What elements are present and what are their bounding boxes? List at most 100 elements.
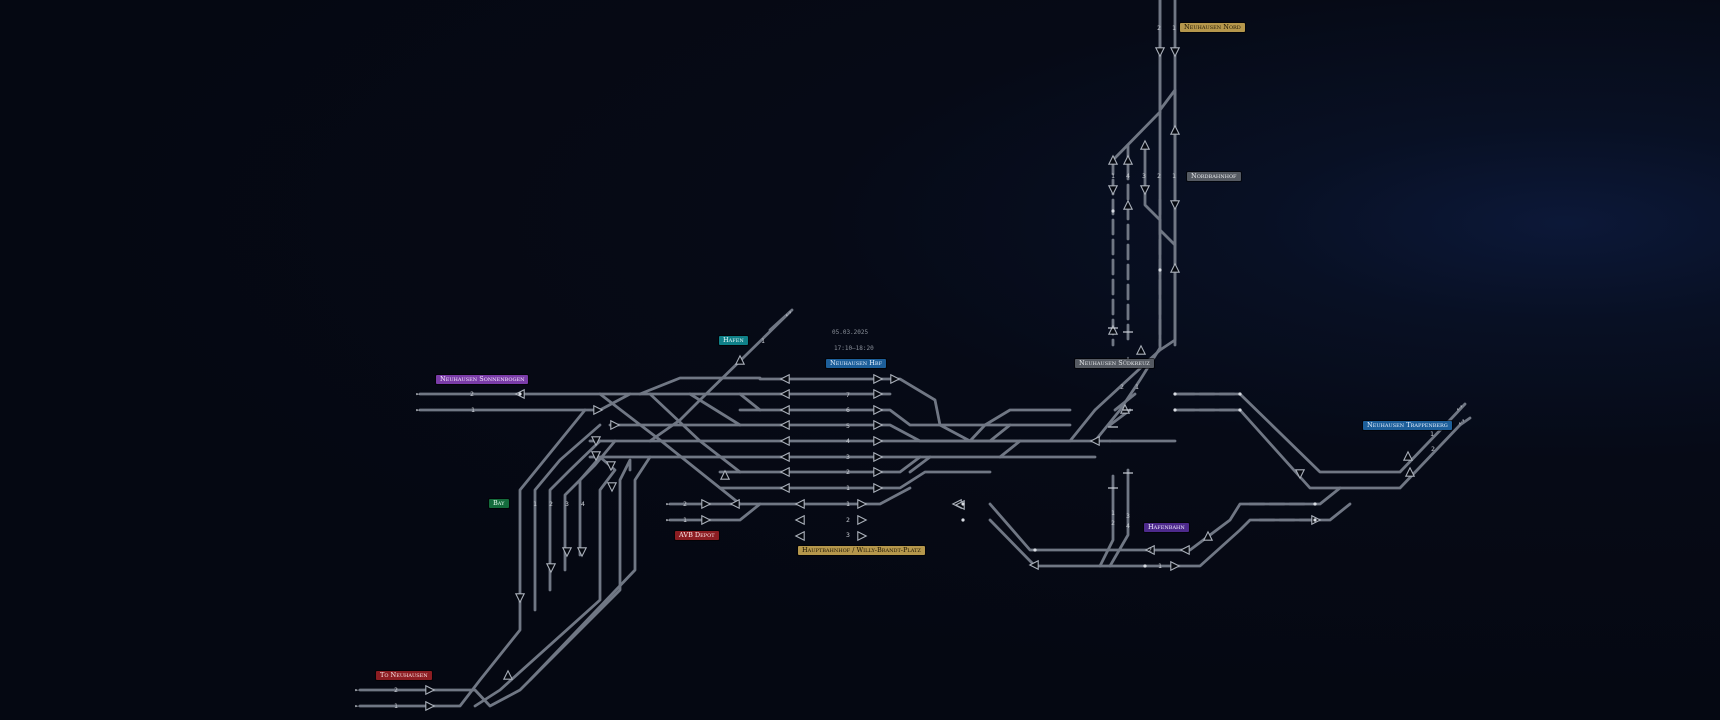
signal-icon[interactable] <box>1089 435 1100 447</box>
crossover-west-d[interactable] <box>688 392 742 427</box>
track-east-dash[interactable] <box>1178 392 1242 412</box>
signal-icon[interactable] <box>857 514 868 526</box>
signal-icon[interactable] <box>590 451 602 462</box>
station-label-muenchen-stadt[interactable]: Neuhausen Nord <box>1180 23 1245 32</box>
track-hbf-1[interactable] <box>718 470 992 490</box>
signal-icon[interactable] <box>561 547 573 558</box>
signal-icon[interactable] <box>779 419 790 431</box>
track-harbour-east-2[interactable] <box>988 486 1342 552</box>
signal-icon[interactable] <box>1122 199 1134 210</box>
signal-icon[interactable] <box>1119 403 1131 414</box>
signal-icon[interactable] <box>734 354 746 365</box>
track-avb-1[interactable] <box>668 502 762 522</box>
signal-icon[interactable] <box>425 700 436 712</box>
signal-icon[interactable] <box>779 435 790 447</box>
signal-icon[interactable] <box>873 451 884 463</box>
crossover-east-a[interactable] <box>938 408 1072 443</box>
signal-icon[interactable] <box>1294 469 1306 480</box>
signal-icon[interactable] <box>794 514 805 526</box>
signal-icon[interactable] <box>610 419 621 431</box>
signal-icon[interactable] <box>1202 530 1214 541</box>
station-label-willy-brandt[interactable]: Hauptbahnhof / Willy-Brandt-Platz <box>798 546 925 555</box>
station-label-messe[interactable]: Neuhausen Sonnenbogen <box>436 375 529 384</box>
signal-icon[interactable] <box>779 466 790 478</box>
signal-icon[interactable] <box>605 461 617 472</box>
signal-icon[interactable] <box>545 563 557 574</box>
signal-icon[interactable] <box>1402 450 1414 461</box>
track-harbour-top[interactable] <box>768 308 794 332</box>
signal-icon[interactable] <box>857 530 868 542</box>
signal-icon[interactable] <box>576 547 588 558</box>
track-hbf-7[interactable] <box>758 377 942 427</box>
signal-icon[interactable] <box>873 435 884 447</box>
signal-icon[interactable] <box>514 593 526 604</box>
track-bay-2[interactable] <box>548 439 602 592</box>
signal-icon[interactable] <box>425 684 436 696</box>
signal-icon[interactable] <box>701 514 712 526</box>
signal-icon[interactable] <box>779 404 790 416</box>
signal-icon[interactable] <box>779 373 790 385</box>
crossover-west-a[interactable] <box>598 392 912 506</box>
track-north-bay-link[interactable] <box>1111 110 1177 247</box>
signal-icon[interactable] <box>873 404 884 416</box>
station-label-to-neuhausen[interactable]: To Neuhausen <box>376 671 432 680</box>
track-east-1[interactable] <box>1173 408 1462 490</box>
track-hbf-2[interactable] <box>718 455 922 474</box>
signal-icon[interactable] <box>1107 154 1119 165</box>
track-sw-main-3[interactable] <box>358 458 632 708</box>
signal-icon[interactable] <box>873 388 884 400</box>
crossover-west-c[interactable] <box>648 392 742 474</box>
track-north-2[interactable] <box>1093 0 1162 443</box>
signal-icon[interactable] <box>1028 559 1039 571</box>
signal-icon[interactable] <box>1169 47 1181 58</box>
signal-icon[interactable] <box>1170 560 1181 572</box>
signal-icon[interactable] <box>729 498 740 510</box>
signal-icon[interactable] <box>719 469 731 480</box>
signal-icon[interactable] <box>873 482 884 494</box>
crossover-east-c[interactable] <box>998 439 1022 459</box>
track-harbour[interactable] <box>648 310 792 443</box>
station-label-harbour[interactable]: Hafen <box>719 336 748 345</box>
track-bay-4[interactable] <box>578 439 617 557</box>
track-bay-1[interactable] <box>533 423 602 612</box>
track-east-2[interactable] <box>1108 392 1452 474</box>
signal-icon[interactable] <box>873 373 884 385</box>
signal-icon[interactable] <box>593 404 604 416</box>
signal-icon[interactable] <box>606 482 618 493</box>
track-harbour-east-bay[interactable] <box>1098 468 1130 568</box>
station-label-avb[interactable]: AVB Depot <box>675 531 719 540</box>
signal-icon[interactable] <box>1139 139 1151 150</box>
signal-icon[interactable] <box>873 466 884 478</box>
signal-icon[interactable] <box>1154 47 1166 58</box>
track-north-1[interactable] <box>1093 0 1177 412</box>
track-trap-1[interactable] <box>1448 402 1467 422</box>
signal-icon[interactable] <box>701 498 712 510</box>
signal-icon[interactable] <box>857 498 868 510</box>
signal-icon[interactable] <box>1179 544 1190 556</box>
signal-icon[interactable] <box>1107 324 1119 335</box>
signal-icon[interactable] <box>779 451 790 463</box>
crossover-east-b[interactable] <box>988 423 1012 443</box>
signal-icon[interactable] <box>779 388 790 400</box>
crossover-west-e[interactable] <box>738 392 762 412</box>
signal-icon[interactable] <box>1122 154 1134 165</box>
signal-icon[interactable] <box>1169 262 1181 273</box>
signal-icon[interactable] <box>779 482 790 494</box>
track-trap-2[interactable] <box>1458 416 1472 427</box>
crossover-west-b[interactable] <box>638 376 762 396</box>
signal-icon[interactable] <box>502 669 514 680</box>
signal-icon[interactable] <box>590 436 602 447</box>
track-harbour-east-1[interactable] <box>988 502 1352 568</box>
signal-icon[interactable] <box>890 373 901 385</box>
signal-icon[interactable] <box>1144 544 1155 556</box>
station-label-trappenberg[interactable]: Neuhausen Trappenberg <box>1363 421 1452 430</box>
signal-icon[interactable] <box>794 530 805 542</box>
signal-icon[interactable] <box>1139 185 1151 196</box>
signal-icon[interactable] <box>1169 124 1181 135</box>
signal-icon[interactable] <box>1169 200 1181 211</box>
station-label-bay[interactable]: Bay <box>489 499 509 508</box>
track-sw-main-1[interactable] <box>358 408 587 708</box>
signal-icon[interactable] <box>1135 344 1147 355</box>
signal-icon[interactable] <box>1107 185 1119 196</box>
signal-icon[interactable] <box>873 419 884 431</box>
